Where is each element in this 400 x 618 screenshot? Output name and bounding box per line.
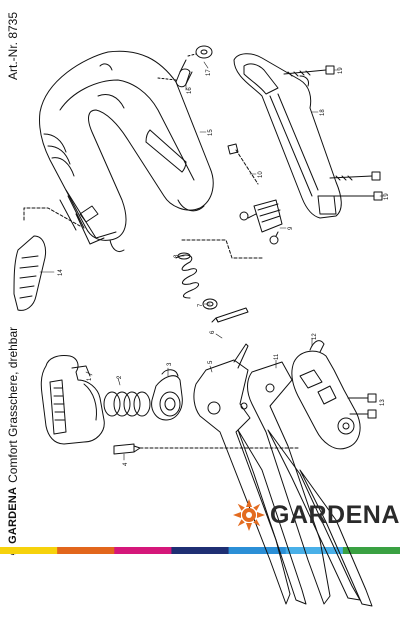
handle-body <box>39 50 214 253</box>
part-number-15: 15 <box>208 129 214 136</box>
part-number-16: 16 <box>187 87 193 94</box>
bearing-3 <box>151 369 183 421</box>
part-number-10: 10 <box>258 171 264 178</box>
spring-2 <box>103 391 151 417</box>
part-number-2: 2 <box>117 375 123 379</box>
stripe-segment <box>228 547 287 554</box>
pin-and-nut <box>157 45 213 88</box>
stripe-segment <box>171 547 230 554</box>
part-number-17: 17 <box>206 69 212 76</box>
part-numbers: 1 2 3 4 5 6 7 8 9 10 11 12 13 14 15 16 1… <box>58 67 390 466</box>
stripe-segment <box>57 547 115 554</box>
gardena-logo-text: GARDENA <box>270 500 400 529</box>
part-number-1: 1 <box>87 377 93 381</box>
part-number-13: 13 <box>380 399 386 406</box>
part-number-7: 7 <box>198 303 204 307</box>
stripe-segment <box>342 547 400 554</box>
part-number-18: 18 <box>320 109 326 116</box>
blade-11 <box>247 361 331 605</box>
blades <box>237 429 373 607</box>
stripe-segment <box>114 547 172 554</box>
part-number-4: 4 <box>123 462 129 466</box>
spring-8 <box>175 252 199 299</box>
part-number-19-top: 19 <box>338 67 344 74</box>
part-number-19-bottom: 19 <box>384 193 390 200</box>
leader-lines <box>39 61 385 461</box>
part-number-9: 9 <box>288 226 294 230</box>
screws-19 <box>283 65 383 201</box>
stripe-segment <box>0 547 58 554</box>
part-number-5: 5 <box>208 360 214 364</box>
blade-5 <box>193 343 291 605</box>
rod-6 <box>211 307 249 323</box>
part-number-11: 11 <box>274 353 280 360</box>
part-number-14: 14 <box>58 269 64 276</box>
stripe-segment <box>285 547 344 554</box>
gardena-logo: GARDENA <box>232 498 400 532</box>
bolt-4 <box>113 443 301 455</box>
part-number-12: 12 <box>312 333 318 340</box>
spring-holder <box>181 143 283 259</box>
gardena-sun-logo-icon <box>233 499 265 531</box>
color-stripe <box>0 547 400 554</box>
cover-plate <box>233 53 342 219</box>
part-number-6: 6 <box>210 330 216 334</box>
head-12 <box>291 340 361 450</box>
part-number-8: 8 <box>174 254 180 258</box>
handle-inset <box>13 207 81 311</box>
part-number-3: 3 <box>167 362 173 366</box>
lower-grip <box>40 355 105 445</box>
